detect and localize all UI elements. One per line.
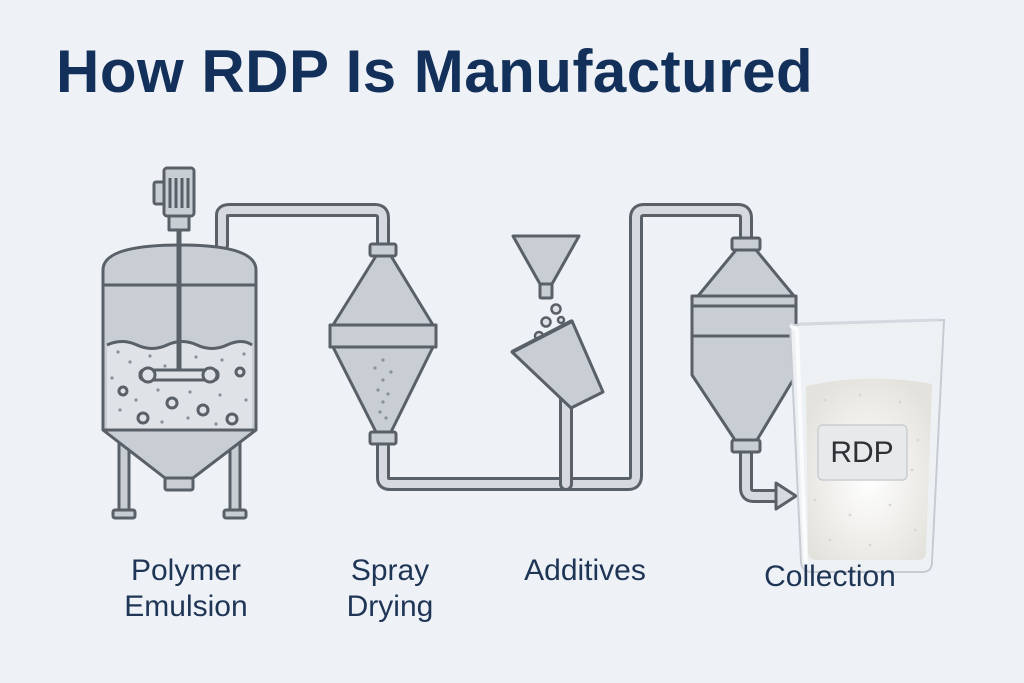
bag-label: RDP	[830, 436, 893, 469]
label-collection-line1: Collection	[764, 560, 896, 593]
label-additives-line1: Additives	[524, 554, 646, 587]
label-polymer-emulsion: Polymer Emulsion	[96, 553, 276, 625]
bag-powder-speckles	[813, 393, 920, 547]
label-polymer-line2: Emulsion	[124, 590, 248, 623]
motor-icon	[152, 166, 196, 232]
label-collection: Collection	[730, 559, 930, 595]
funnel-icon	[511, 234, 581, 300]
pipe-network	[215, 203, 787, 503]
powder-bag-icon	[788, 318, 946, 573]
tank-speckles	[110, 350, 248, 426]
arrow-right-icon	[774, 481, 798, 511]
spray-dryer-icon	[328, 242, 438, 446]
spray-droplets	[373, 358, 393, 420]
label-spray-line2: Drying	[346, 590, 434, 623]
label-polymer-line1: Polymer	[130, 554, 242, 587]
cyclone-collector-icon	[690, 236, 798, 454]
reactor-tank-icon	[101, 228, 258, 520]
additive-bucket-icon	[510, 319, 605, 410]
page-title: How RDP Is Manufactured	[56, 38, 814, 105]
label-spray-line1: Spray	[350, 554, 430, 587]
label-additives: Additives	[490, 553, 680, 589]
label-spray-drying: Spray Drying	[310, 553, 470, 625]
